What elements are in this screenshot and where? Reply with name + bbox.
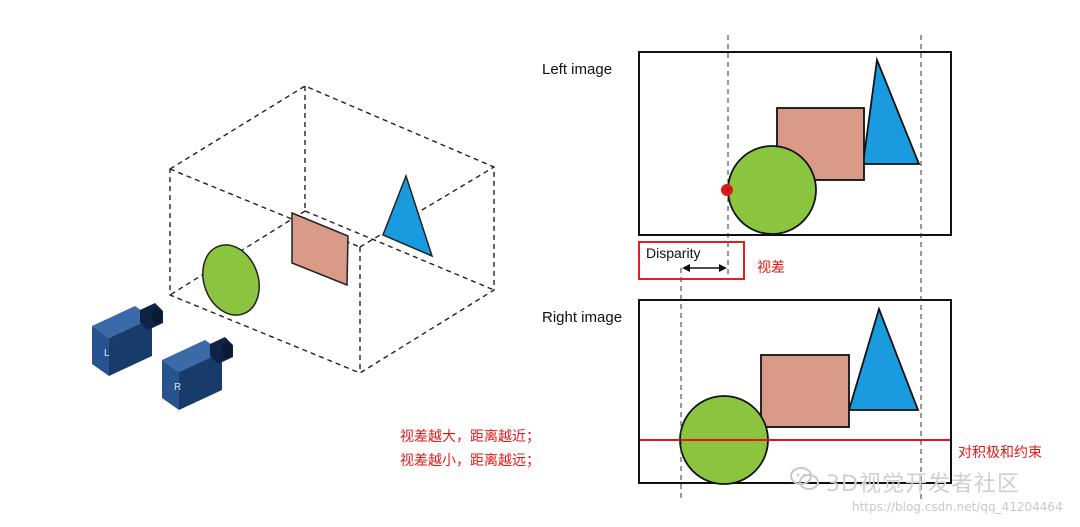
right-image-label: Right image bbox=[542, 309, 623, 326]
note-line-2: 视差越小，距离越远； bbox=[400, 453, 540, 469]
epipolar-constraint-label: 对积极和约束 bbox=[958, 445, 1042, 461]
reference-lines bbox=[680, 35, 922, 500]
wechat-icon bbox=[790, 467, 819, 490]
left-image-label: Left image bbox=[542, 61, 613, 78]
disparity-box: Disparity bbox=[638, 241, 745, 280]
watermark-title: 3D视觉开发者社区 bbox=[826, 472, 1020, 497]
camera-right bbox=[162, 337, 233, 410]
camera-left bbox=[92, 303, 163, 376]
scene-salmon-square bbox=[291, 211, 349, 287]
disparity-arrow bbox=[682, 264, 727, 272]
left-image-point bbox=[721, 184, 733, 196]
camera-left-label: L bbox=[104, 348, 110, 359]
scene-green-ellipse bbox=[202, 244, 260, 316]
note-line-1: 视差越大，距离越近； bbox=[400, 429, 540, 445]
left-image-panel bbox=[638, 51, 952, 236]
scene-blue-triangle bbox=[382, 173, 434, 258]
camera-right-label: R bbox=[174, 382, 181, 393]
disparity-cn-label: 视差 bbox=[757, 260, 785, 276]
disparity-label: Disparity bbox=[646, 245, 701, 261]
watermark-url: https://blog.csdn.net/qq_41204464 bbox=[852, 500, 1063, 514]
right-image-panel bbox=[638, 299, 952, 485]
